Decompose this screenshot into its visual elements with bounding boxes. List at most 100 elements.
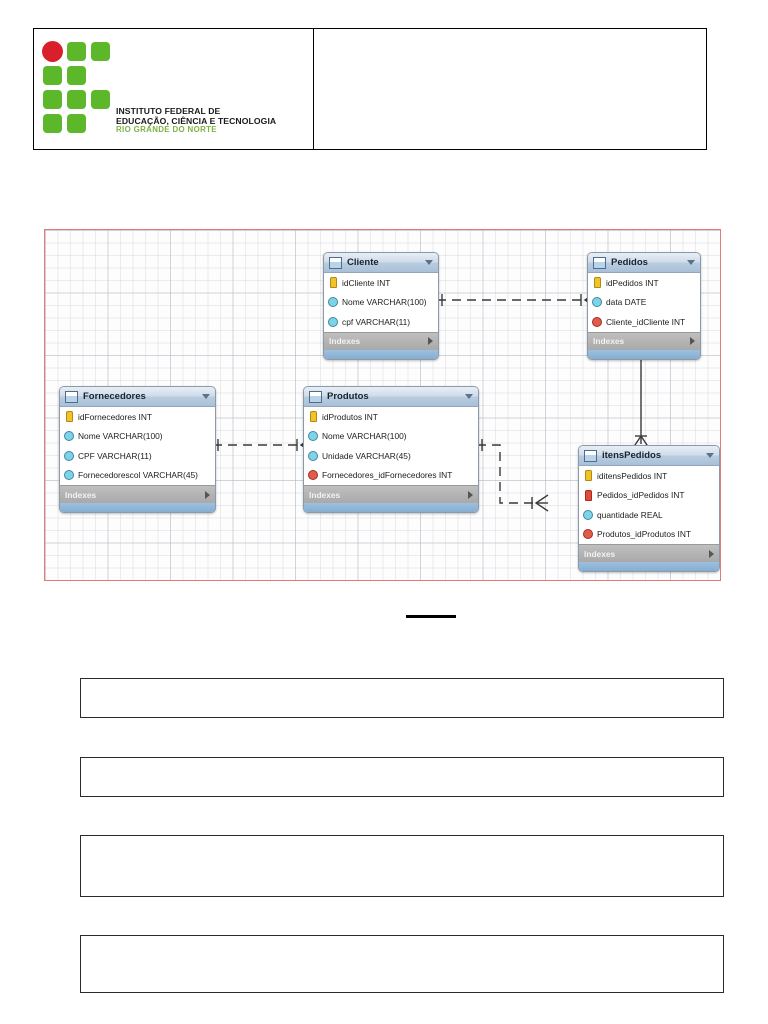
relationship-fornecedores-produtos <box>212 436 314 454</box>
er-table-header[interactable]: Fornecedores <box>60 387 215 407</box>
er-column-row[interactable]: cpf VARCHAR(11) <box>324 312 438 332</box>
er-column-label: idProdutos INT <box>322 411 378 422</box>
relationship-produtos-itenspedidos <box>476 439 549 512</box>
header-title-cell <box>314 29 706 149</box>
er-column-label: idPedidos INT <box>606 277 659 288</box>
er-column-row[interactable]: idProdutos INT <box>304 407 478 427</box>
er-column-row[interactable]: quantidade REAL <box>579 505 719 525</box>
foreign-key-icon <box>583 529 593 540</box>
er-column-label: Pedidos_idPedidos INT <box>597 490 685 501</box>
primary-key-icon <box>594 277 601 289</box>
er-table-name: Cliente <box>347 257 379 268</box>
chevron-right-icon[interactable] <box>690 337 695 345</box>
er-column-label: idCliente INT <box>342 277 391 288</box>
answer-box[interactable] <box>80 757 724 797</box>
er-table-itenspedidos[interactable]: itensPedidos iditensPedidos INT Pedidos_… <box>578 445 720 572</box>
er-column-label: Fornecedores_idFornecedores INT <box>322 470 453 481</box>
er-column-label: Unidade VARCHAR(45) <box>322 450 411 461</box>
table-icon <box>329 256 342 269</box>
logo-line-2: EDUCAÇÃO, CIÊNCIA E TECNOLOGIA <box>116 115 277 126</box>
er-table-header[interactable]: Produtos <box>304 387 478 407</box>
er-column-row[interactable]: Pedidos_idPedidos INT <box>579 486 719 506</box>
er-column-label: Nome VARCHAR(100) <box>322 431 407 442</box>
er-column-label: iditensPedidos INT <box>597 470 668 481</box>
er-column-row[interactable]: Nome VARCHAR(100) <box>324 293 438 313</box>
er-table-produtos[interactable]: Produtos idProdutos INT Nome VARCHAR(100… <box>303 386 479 513</box>
table-icon <box>309 390 322 403</box>
chevron-right-icon[interactable] <box>205 490 210 499</box>
er-diagram-canvas[interactable]: Cliente idCliente INT Nome VARCHAR(100) … <box>44 229 721 581</box>
chevron-down-icon[interactable] <box>687 260 695 265</box>
answer-box[interactable] <box>80 678 724 718</box>
chevron-right-icon[interactable] <box>468 490 473 499</box>
logo-square <box>67 90 86 109</box>
logo-line-3: RIO GRANDE DO NORTE <box>116 125 217 135</box>
er-table-strip <box>304 503 478 512</box>
er-column-row[interactable]: Cliente_idCliente INT <box>588 312 700 332</box>
er-table-fornecedores[interactable]: Fornecedores idFornecedores INT Nome VAR… <box>59 386 216 513</box>
er-column-row[interactable]: Nome VARCHAR(100) <box>60 427 215 447</box>
er-table-strip <box>588 349 700 359</box>
column-icon <box>592 297 602 308</box>
indexes-label: Indexes <box>584 548 616 559</box>
column-icon <box>328 316 338 327</box>
primary-key-icon <box>66 411 73 423</box>
primary-key-icon <box>585 470 592 482</box>
column-icon <box>64 470 74 481</box>
er-table-name: Produtos <box>327 391 369 402</box>
er-indexes-footer[interactable]: Indexes <box>304 485 478 503</box>
er-table-header[interactable]: itensPedidos <box>579 446 719 466</box>
er-indexes-footer[interactable]: Indexes <box>60 485 215 503</box>
er-indexes-footer[interactable]: Indexes <box>579 544 719 562</box>
primary-key-icon <box>330 277 337 289</box>
ifrn-logo: INSTITUTO FEDERAL DE EDUCAÇÃO, CIÊNCIA E… <box>42 41 276 139</box>
er-column-row[interactable]: idFornecedores INT <box>60 407 215 427</box>
er-column-label: CPF VARCHAR(11) <box>78 450 152 461</box>
er-table-cliente[interactable]: Cliente idCliente INT Nome VARCHAR(100) … <box>323 252 439 360</box>
er-column-row[interactable]: Fornecedorescol VARCHAR(45) <box>60 466 215 486</box>
er-table-header[interactable]: Pedidos <box>588 253 700 273</box>
er-column-row[interactable]: Produtos_idProdutos INT <box>579 525 719 545</box>
indexes-label: Indexes <box>593 336 625 346</box>
er-indexes-footer[interactable]: Indexes <box>588 331 700 350</box>
ifrn-logo-text: INSTITUTO FEDERAL DE EDUCAÇÃO, CIÊNCIA E… <box>116 106 277 135</box>
foreign-key-icon <box>592 316 602 327</box>
er-column-row[interactable]: Fornecedores_idFornecedores INT <box>304 466 478 486</box>
er-column-row[interactable]: Nome VARCHAR(100) <box>304 427 478 447</box>
er-column-row[interactable]: Unidade VARCHAR(45) <box>304 446 478 466</box>
answer-box[interactable] <box>80 935 724 993</box>
er-column-label: Produtos_idProdutos INT <box>597 529 692 540</box>
er-table-name: itensPedidos <box>602 450 662 461</box>
er-column-row[interactable]: iditensPedidos INT <box>579 466 719 486</box>
logo-square <box>91 90 110 109</box>
er-column-label: idFornecedores INT <box>78 411 153 422</box>
er-column-label: Cliente_idCliente INT <box>606 316 686 327</box>
answer-box[interactable] <box>80 835 724 897</box>
logo-square <box>43 114 62 133</box>
er-table-strip <box>60 503 215 512</box>
chevron-right-icon[interactable] <box>428 337 433 345</box>
er-indexes-footer[interactable]: Indexes <box>324 331 438 350</box>
er-table-header[interactable]: Cliente <box>324 253 438 273</box>
er-column-row[interactable]: CPF VARCHAR(11) <box>60 446 215 466</box>
chevron-down-icon[interactable] <box>465 394 473 399</box>
logo-square <box>67 66 86 85</box>
chevron-down-icon[interactable] <box>425 260 433 265</box>
er-column-row[interactable]: idCliente INT <box>324 273 438 293</box>
er-column-label: data DATE <box>606 297 647 308</box>
indexes-label: Indexes <box>329 336 361 346</box>
er-column-row[interactable]: data DATE <box>588 293 700 313</box>
table-icon <box>65 390 78 403</box>
logo-square <box>43 66 62 85</box>
indexes-label: Indexes <box>309 489 341 500</box>
er-column-row[interactable]: idPedidos INT <box>588 273 700 293</box>
indexes-label: Indexes <box>65 489 97 500</box>
chevron-down-icon[interactable] <box>706 453 714 458</box>
logo-square <box>43 90 62 109</box>
chevron-right-icon[interactable] <box>709 549 714 558</box>
logo-square <box>67 114 86 133</box>
chevron-down-icon[interactable] <box>202 394 210 399</box>
er-column-label: Fornecedorescol VARCHAR(45) <box>78 470 198 481</box>
column-icon <box>308 450 318 461</box>
er-table-pedidos[interactable]: Pedidos idPedidos INT data DATE Cliente_… <box>587 252 701 360</box>
